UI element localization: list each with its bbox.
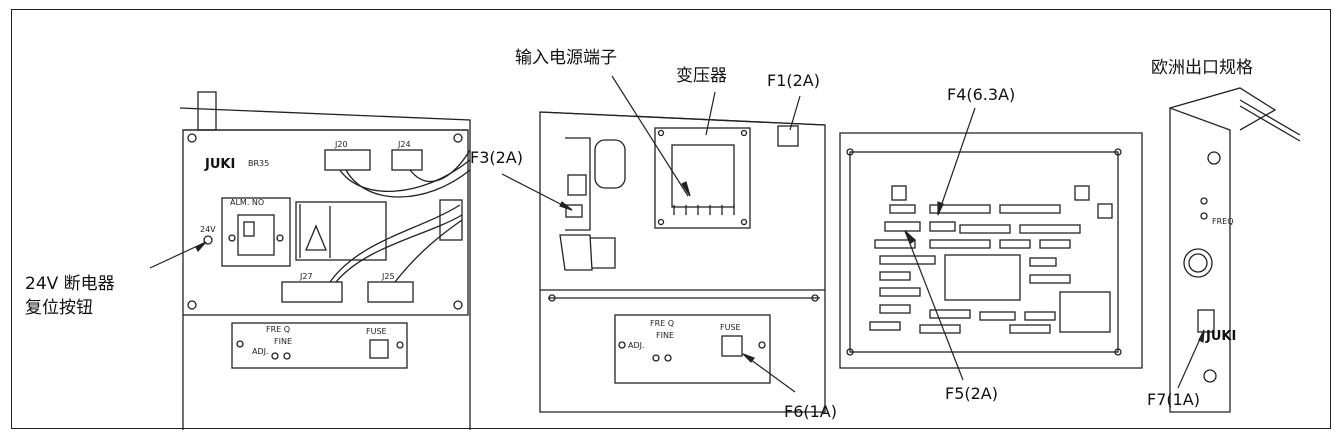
label-eu-spec: 欧洲出口规格 [1151, 58, 1253, 78]
label-f5: F5(2A) [945, 384, 998, 403]
leader-f1 [789, 95, 801, 131]
label-f7: F7(1A) [1147, 390, 1200, 409]
alm-no-label: ALM. NO [230, 198, 264, 207]
middle-power-box: FRE Q FINE ADJ. FUSE [539, 111, 826, 413]
model-label: BR35 [248, 159, 269, 168]
j24-label: J24 [397, 140, 411, 149]
leader-lines [149, 75, 1205, 393]
label-f3: F3(2A) [470, 148, 523, 167]
leader-f5 [904, 230, 964, 381]
leader-input-terminal [611, 75, 689, 197]
freq-label-left: FRE Q [266, 325, 290, 334]
label-f6: F6(1A) [784, 402, 837, 421]
fine-label-left: FINE [274, 337, 292, 346]
j27-label: J27 [299, 272, 313, 281]
label-f4: F4(6.3A) [947, 85, 1016, 104]
j20-label: J20 [334, 140, 348, 149]
left-control-box: JUKI BR35 ALM. NO J20 J24 J27 J25 24V [179, 91, 471, 430]
j25-label: J25 [381, 272, 395, 281]
label-transformer: 变压器 [676, 66, 727, 86]
juki-logo-left: JUKI [204, 157, 235, 172]
juki-logo-side: JUKI [1205, 329, 1236, 344]
figure-frame [11, 9, 1331, 429]
label-input-terminal: 输入电源端子 [515, 48, 617, 68]
adj-label-mid: ADJ. [628, 341, 645, 350]
leader-f4 [937, 107, 976, 216]
freq-label-side: FREQ [1212, 217, 1234, 226]
label-breaker-line2: 复位按钮 [25, 298, 93, 318]
fuse-label-mid: FUSE [720, 323, 741, 332]
leader-transformer [705, 91, 716, 136]
freq-label-mid: FRE Q [650, 319, 674, 328]
adj-label-left: ADJ. [252, 347, 269, 356]
circuit-board [839, 132, 1143, 369]
eu-side-plate: FREQ JUKI [1169, 87, 1301, 413]
fuse-label-left: FUSE [366, 327, 387, 336]
fine-label-mid: FINE [656, 331, 674, 340]
label-f1: F1(2A) [767, 71, 820, 90]
svg-text:24V: 24V [200, 225, 216, 234]
label-breaker-line1: 24V 断电器 [25, 274, 115, 294]
